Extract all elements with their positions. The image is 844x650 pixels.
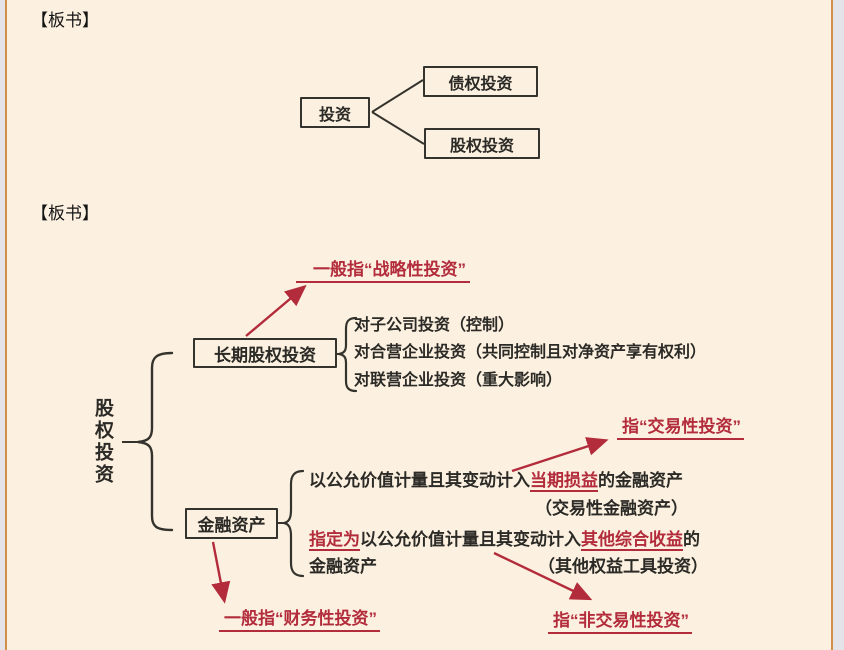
fa-line1-sub: （交易性金融资产） (535, 499, 688, 518)
fa-line2-cont: 金融资产 (309, 557, 377, 576)
fa-line1-highlight: 当期损益 (530, 471, 598, 492)
lte-item-associate: 对联营企业投资（重大影响） (354, 372, 563, 389)
financial-investment-note: 一般指“财务性投资” (219, 609, 380, 632)
fa-line2-post: 的 (683, 530, 700, 549)
equity-investment-box: 股权投资 (424, 128, 540, 159)
section-label-1: 【板书】 (31, 11, 99, 30)
equity-investment-vertical-label: 股权投资 (92, 398, 113, 486)
fa-line2-highlight2: 其他综合收益 (581, 530, 683, 551)
fa-line2-highlight1: 指定为 (309, 530, 360, 551)
trading-investment-note: 指“交易性投资” (617, 417, 744, 440)
fa-line2-sub: （其他权益工具投资） (538, 557, 708, 576)
long-term-equity-box: 长期股权投资 (193, 338, 337, 368)
debt-investment-box: 债权投资 (423, 66, 538, 97)
strategic-investment-note: 一般指“战略性投资” (296, 260, 470, 283)
section-label-2: 【板书】 (31, 204, 99, 223)
fa-line2: 指定为以公允价值计量且其变动计入其他综合收益的 (309, 530, 700, 551)
nontrading-investment-note: 指“非交易性投资” (548, 611, 692, 634)
investment-box: 投资 (300, 97, 370, 128)
fa-line1-post: 的金融资产 (598, 471, 683, 490)
fa-line1-pre: 以公允价值计量且其变动计入 (309, 471, 530, 490)
financial-assets-box: 金融资产 (185, 508, 278, 539)
fa-line1: 以公允价值计量且其变动计入当期损益的金融资产 (309, 471, 683, 492)
lte-item-subsidiary: 对子公司投资（控制） (354, 317, 515, 334)
fa-line2-mid: 以公允价值计量且其变动计入 (360, 530, 581, 549)
lte-item-joint-venture: 对合营企业投资（共同控制且对净资产享有权利） (354, 344, 707, 361)
